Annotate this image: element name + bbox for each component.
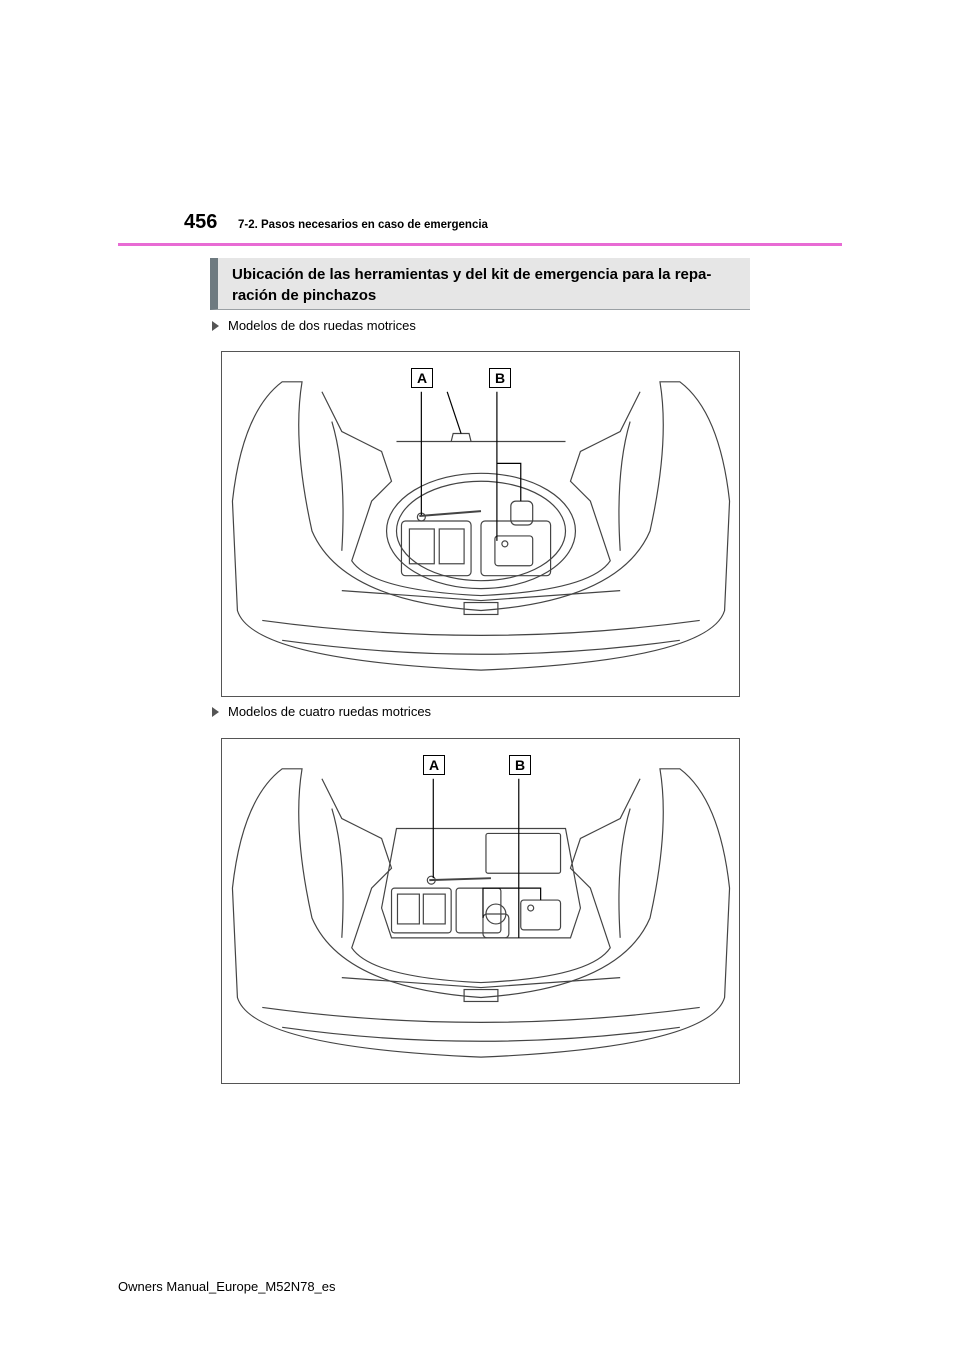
bullet-label: Modelos de dos ruedas motrices — [228, 318, 416, 333]
bullet-four-wheel-drive: Modelos de cuatro ruedas motrices — [212, 704, 431, 720]
bullet-triangle-icon — [212, 321, 219, 331]
heading-line-2: ración de pinchazos — [232, 287, 377, 304]
callout-b: B — [489, 368, 511, 388]
callout-a: A — [423, 755, 445, 775]
figure-four-wheel-drive: A B — [221, 738, 740, 1084]
page-number: 456 — [184, 211, 218, 233]
heading-box: Ubicación de las herramientas y del kit … — [210, 258, 750, 310]
heading-text: Ubicación de las herramientas y del kit … — [232, 264, 744, 306]
section-title: 7-2. Pasos necesarios en caso de emergen… — [238, 219, 488, 231]
bullet-two-wheel-drive: Modelos de dos ruedas motrices — [212, 318, 416, 334]
trunk-illustration-2wd — [231, 381, 731, 671]
bullet-label: Modelos de cuatro ruedas motrices — [228, 704, 432, 719]
figure-two-wheel-drive: A B — [221, 351, 740, 697]
callout-b: B — [509, 755, 531, 775]
bullet-triangle-icon — [212, 707, 219, 717]
callout-a: A — [411, 368, 433, 388]
trunk-illustration-4wd — [231, 768, 731, 1058]
footer-text: Owners Manual_Europe_M52N78_es — [118, 1279, 336, 1294]
heading-line-1: Ubicación de las herramientas y del kit … — [232, 266, 712, 283]
header-rule — [118, 243, 842, 246]
